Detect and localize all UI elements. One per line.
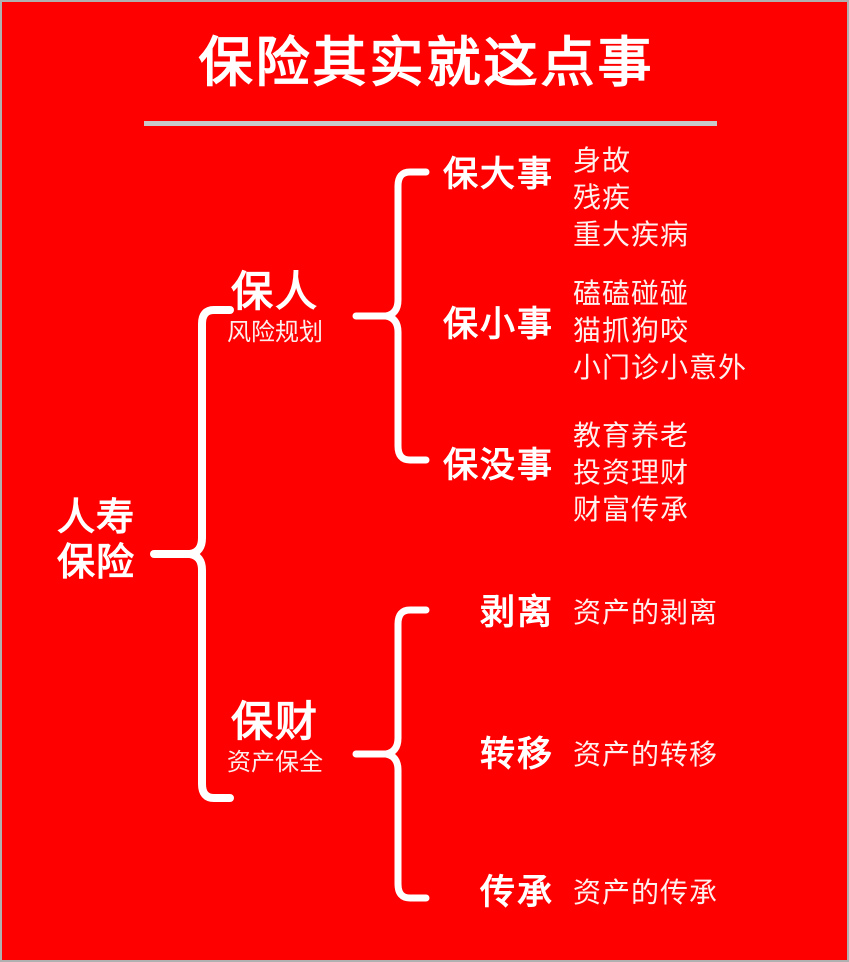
leaf-detail-chuancheng: 资产的传承 — [573, 878, 719, 909]
title-divider — [144, 121, 717, 126]
leaf-label-baodashi: 保大事 — [442, 155, 554, 194]
leaf-label-zhuanyi: 转移 — [479, 735, 554, 774]
leaf-detail-boli: 资产的剥离 — [573, 598, 719, 629]
branch-baoren: 保人 风险规划 — [180, 268, 370, 349]
root-node: 人寿 保险 — [36, 496, 156, 586]
leaf-detail-zhuanyi: 资产的转移 — [573, 740, 719, 771]
leaf-detail-baodashi: 身故 残疾 重大疾病 — [573, 146, 690, 251]
branch-baoren-subtitle: 风险规划 — [227, 320, 323, 347]
root-node-line1: 人寿 — [56, 497, 135, 539]
page-title: 保险其实就这点事 — [198, 33, 655, 93]
leaf-detail-baoxiaoshi: 磕磕碰碰 猫抓狗咬 小门诊小意外 — [573, 279, 748, 384]
leaf-label-baoxiaoshi: 保小事 — [442, 305, 554, 344]
leaf-label-baomeishi: 保没事 — [442, 446, 554, 485]
leaf-detail-baomeishi: 教育养老 投资理财 财富传承 — [573, 421, 690, 526]
branch-baocai-subtitle: 资产保全 — [227, 750, 323, 777]
branch-baocai: 保财 资产保全 — [180, 698, 370, 779]
root-node-line2: 保险 — [56, 541, 135, 584]
leaf-label-boli: 剥离 — [479, 593, 554, 632]
leaf-label-chuancheng: 传承 — [479, 873, 554, 912]
branch-baocai-title: 保财 — [230, 698, 319, 745]
branch-baoren-title: 保人 — [230, 268, 319, 315]
